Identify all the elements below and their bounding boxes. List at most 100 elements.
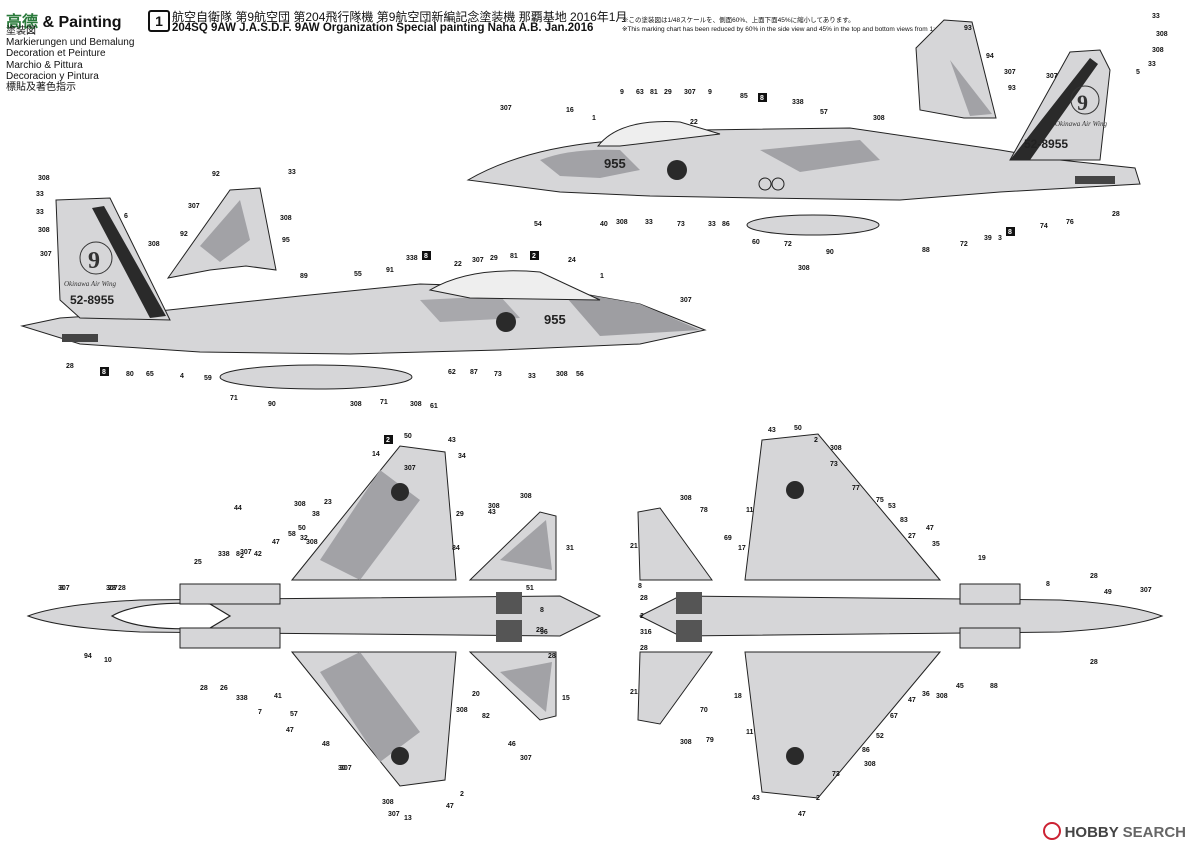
callout-number: 72 [960,241,968,248]
callout-number: 308 [864,761,876,768]
callout-number: 63 [636,89,644,96]
callout-number: 53 [888,503,896,510]
callout-number: 28 [1090,659,1098,666]
callout-number: 2 [816,795,820,802]
language-line: Markierungen und Bemalung [6,37,135,49]
callout-number: 9 [708,89,712,96]
callout-number: 84 [452,545,460,552]
callout-number: 47 [908,697,916,704]
callout-number: 338 [218,551,230,558]
scheme-number-badge: 1 [148,10,170,32]
callout-number: 307 [680,297,692,304]
brand-title: 高德 & Painting [6,8,122,32]
callout-number: 307 [388,811,400,818]
language-line: 標貼及著色指示 [6,82,76,94]
callout-number: 96 [540,629,548,636]
callout-number: 69 [724,535,732,542]
callout-number: 47 [926,525,934,532]
callout-box [530,251,539,260]
callout-number: 43 [768,427,776,434]
callout-number: 33 [1148,61,1156,68]
callout-number: 92 [212,171,220,178]
callout-number: 42 [254,551,262,558]
callout-number: 28 [200,685,208,692]
scheme-title-japanese: 航空自衛隊 第9航空団 第204飛行隊機 第9航空団新編記念塗装機 那覇基地 2… [172,10,628,24]
side-right-tail-script: Okinawa Air Wing [1055,120,1107,128]
callout-number: 88 [922,247,930,254]
watermark-brand: HOBBY [1064,824,1119,841]
callout-number: 24 [568,257,576,264]
callout-number: 88 [990,683,998,690]
callout-number: 33 [36,209,44,216]
side-right-tail-emblem: 9 [1077,90,1088,115]
callout-number: 38 [312,511,320,518]
callout-number: 47 [798,811,806,818]
callout-number: 307 [58,585,70,592]
callout-number: 307 [340,765,352,772]
callout-number: 71 [380,399,388,406]
callout-number: 80 [126,371,134,378]
callout-number: 73 [677,221,685,228]
side-right-nose-number: 955 [604,156,626,171]
callout-number: 33 [528,373,536,380]
callout-number: 15 [562,695,570,702]
callout-number: 47 [286,727,294,734]
top-view [26,445,602,787]
callout-number: 47 [272,539,280,546]
callout-number: 2 [240,553,244,560]
callout-number: 8 [760,95,764,102]
callout-number: 16 [566,107,574,114]
callout-number: 308 [280,215,292,222]
callout-number: 5 [1136,69,1140,76]
callout-number: 307 [188,203,200,210]
side-view-left [20,187,707,390]
callout-number: 22 [454,261,462,268]
callout-number: 28 [108,585,116,592]
callout-number: 73 [494,371,502,378]
callout-number: 94 [986,53,994,60]
callout-number: 338 [236,695,248,702]
callout-number: 17 [738,545,746,552]
callout-number: 32 [300,535,308,542]
callout-number: 29 [664,89,672,96]
callout-number: 51 [526,585,534,592]
hinomaru-icon [391,747,409,765]
callout-number: 90 [826,249,834,256]
callout-number: 1 [600,273,604,280]
callout-number: 308 [306,539,318,546]
hinomaru-icon [786,747,804,765]
side-view-right [466,19,1141,236]
callout-number: 86 [722,221,730,228]
language-line: Marchio & Pittura [6,59,83,71]
callout-number: 81 [650,89,658,96]
callout-number: 308 [456,707,468,714]
scheme-title-english: 204SQ 9AW J.A.S.D.F. 9AW Organization Sp… [172,22,594,34]
side-right-tail-number: 52-8955 [1024,137,1068,151]
callout-number: 33 [708,221,716,228]
callout-number: 308 [382,799,394,806]
side-left-tail-emblem: 9 [88,248,100,274]
callout-number: 308 [488,503,500,510]
callout-number: 8 [102,369,106,376]
callout-number: 48 [322,741,330,748]
callout-number: 59 [204,375,212,382]
callout-number: 3 [998,235,1002,242]
scale-note-jp: ※この塗装図は1/48スケールを、側面60%、上面下面45%に縮小してあります。 [622,17,855,24]
callout-number: 308 [936,693,948,700]
callout-box [384,435,393,444]
callout-number: 58 [288,531,296,538]
callout-number: 28 [1112,211,1120,218]
callout-number: 338 [792,99,804,106]
callout-number: 9 [620,89,624,96]
hinomaru-icon [496,312,516,332]
callout-number: 25 [194,559,202,566]
callout-number: 39 [984,235,992,242]
callout-number: 33 [645,219,653,226]
callout-number: 307 [240,549,252,556]
callout-number: 18 [734,693,742,700]
callout-number: 28 [548,653,556,660]
callout-number: 45 [956,683,964,690]
callout-number: 81 [510,253,518,260]
callout-number: 308 [148,241,160,248]
